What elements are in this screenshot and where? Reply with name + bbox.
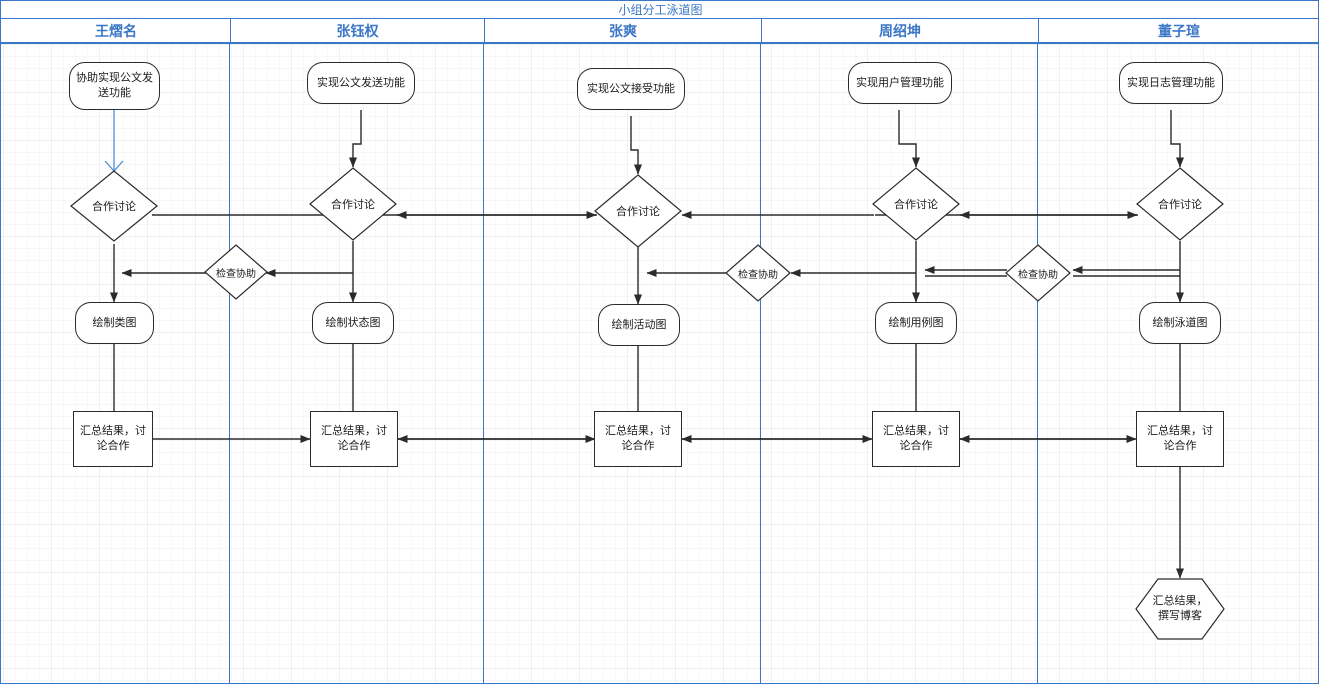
node-n2-discuss[interactable]: 合作讨论 <box>309 167 397 241</box>
lane-divider-3 <box>760 44 761 683</box>
node-n4-draw[interactable]: 绘制用例图 <box>875 302 957 344</box>
node-n4-sum[interactable]: 汇总结果，讨论合作 <box>872 411 960 467</box>
node-n5-blog[interactable]: 汇总结果，撰写博客 <box>1135 578 1225 640</box>
node-n5-sum[interactable]: 汇总结果，讨论合作 <box>1136 411 1224 467</box>
diamond-shape <box>594 174 682 248</box>
lane-divider-2 <box>483 44 484 683</box>
lane-header-0[interactable]: 王熠名 <box>95 23 137 39</box>
node-n5-start[interactable]: 实现日志管理功能 <box>1119 62 1223 104</box>
node-n2-start[interactable]: 实现公文发送功能 <box>307 62 415 104</box>
node-n2-draw[interactable]: 绘制状态图 <box>312 302 394 344</box>
lane-divider-4 <box>1037 44 1038 683</box>
diagram-title-bar: 小组分工泳道图 <box>0 0 1319 18</box>
node-n4-discuss[interactable]: 合作讨论 <box>872 167 960 241</box>
node-n3-check[interactable]: 检查协助 <box>725 244 791 302</box>
node-n1-sum[interactable]: 汇总结果，讨论合作 <box>73 411 153 467</box>
node-n3-start[interactable]: 实现公文接受功能 <box>577 68 685 110</box>
diamond-shape <box>70 170 158 242</box>
lane-header-1[interactable]: 张钰权 <box>230 19 484 43</box>
node-n3-sum[interactable]: 汇总结果，讨论合作 <box>594 411 682 467</box>
lane-header-3[interactable]: 周绍坤 <box>761 19 1038 43</box>
diagram-title: 小组分工泳道图 <box>618 3 703 17</box>
diamond-shape <box>309 167 397 241</box>
node-n5-draw[interactable]: 绘制泳道图 <box>1139 302 1221 344</box>
diamond-shape <box>1136 167 1224 241</box>
diamond-shape <box>872 167 960 241</box>
node-n3-discuss[interactable]: 合作讨论 <box>594 174 682 248</box>
node-n1-discuss[interactable]: 合作讨论 <box>70 170 158 242</box>
lane-divider-1 <box>229 44 230 683</box>
node-n4-check[interactable]: 检查协助 <box>1005 244 1071 302</box>
diamond-shape <box>204 244 268 300</box>
lane-header-row: 王熠名 张钰权 张爽 周绍坤 董子瑄 <box>0 18 1319 44</box>
node-n1-check[interactable]: 检查协助 <box>204 244 268 300</box>
node-n3-draw[interactable]: 绘制活动图 <box>598 304 680 346</box>
node-n1-start[interactable]: 协助实现公文发送功能 <box>69 62 160 110</box>
node-n2-sum[interactable]: 汇总结果，讨论合作 <box>310 411 398 467</box>
edge-layer <box>104 110 1184 579</box>
edge-n2start-n2discuss <box>349 110 362 168</box>
lane-header-4[interactable]: 董子瑄 <box>1038 19 1319 43</box>
edge-n3start-n3discuss <box>630 116 642 175</box>
diamond-shape <box>725 244 791 302</box>
node-n4-start[interactable]: 实现用户管理功能 <box>848 62 952 104</box>
node-n1-draw[interactable]: 绘制类图 <box>75 302 154 344</box>
hexagon-shape <box>1135 578 1225 640</box>
lane-header-2[interactable]: 张爽 <box>484 19 761 43</box>
edge-n4start-n4discuss <box>898 110 920 168</box>
edge-n5start-n5discuss <box>1170 110 1184 168</box>
lane-body: 协助实现公文发送功能 合作讨论 检查协助 绘制类图 汇总结果，讨论合作 实现公文… <box>0 44 1319 684</box>
diamond-shape <box>1005 244 1071 302</box>
node-n5-discuss[interactable]: 合作讨论 <box>1136 167 1224 241</box>
